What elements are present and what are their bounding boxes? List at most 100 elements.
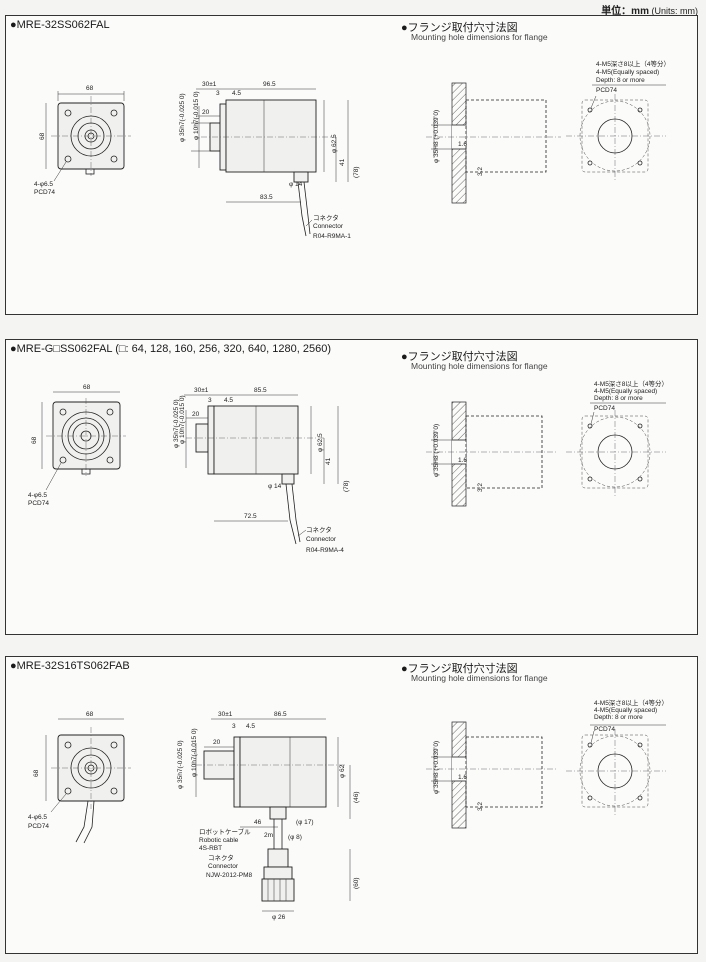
front-pcd: PCD74 bbox=[34, 189, 55, 196]
dim-8: (φ 8) bbox=[288, 834, 302, 841]
units-label-en: (Units: mm) bbox=[651, 6, 699, 16]
connector-part: R04-R9MA-4 bbox=[306, 547, 344, 554]
dim-20: 20 bbox=[192, 411, 200, 418]
dim-45: 4.5 bbox=[224, 397, 233, 404]
front-view: 68 68 4-φ6.5 PCD74 bbox=[34, 85, 131, 196]
flange-32: 3.2 bbox=[477, 802, 484, 811]
dim-body: 96.5 bbox=[263, 81, 276, 88]
flange-bore: φ 35H8 (+0.039 0) bbox=[433, 424, 440, 477]
side-view: 30±1 86.5 3 4.5 20 φ 35h7(-0.025 0) φ 10… bbox=[177, 711, 360, 921]
panel-3: ●MRE-32S16TS062FAB ●フランジ取付穴寸法図 Mounting … bbox=[5, 656, 698, 954]
dim-17: (φ 17) bbox=[296, 819, 314, 826]
dim-height: 68 bbox=[31, 436, 38, 444]
flange-spec-ja: 4-M5深さ8以上（4等分） bbox=[594, 379, 668, 388]
cable-en: Robotic cable bbox=[199, 837, 239, 844]
dim-shaft: φ 35h7(-0.025 0) bbox=[179, 93, 186, 142]
dim-bore: φ 10h7(-0.015 0) bbox=[193, 91, 200, 140]
flange-depth: Depth: 8 or more bbox=[596, 77, 645, 84]
flange-view: φ 35H8 (+0.039 0) 1.6 3.2 4-M5深さ8以上（4等分）… bbox=[426, 698, 668, 829]
flange-spec-ja: 4-M5深さ8以上（4等分） bbox=[594, 698, 668, 707]
dim-45: 4.5 bbox=[232, 90, 241, 97]
dim-body: 86.5 bbox=[274, 711, 287, 718]
side-view: φ 35h7(-0.025 0) φ 10h7(-0.015 0) 30±1 9… bbox=[179, 81, 360, 240]
flange-32: 3.2 bbox=[477, 167, 484, 176]
dim-3: 3 bbox=[208, 397, 212, 404]
flange-16: 1.6 bbox=[458, 141, 467, 148]
dim-width: 68 bbox=[83, 384, 91, 391]
front-holes: 4-φ6.5 bbox=[28, 492, 47, 499]
drawing-2: 68 68 4-φ6.5 PCD74 30±1 85.5 3 4.5 bbox=[28, 379, 668, 554]
flange-title: ●フランジ取付穴寸法図 bbox=[401, 663, 518, 675]
side-view: 30±1 85.5 3 4.5 20 φ 35h7(-0.025 0) φ 10… bbox=[173, 387, 350, 554]
flange-title: ●フランジ取付穴寸法図 bbox=[401, 351, 518, 363]
cable-part: 4S-RBT bbox=[199, 845, 222, 852]
dim-shaft: φ 35h7(-0.025 0) bbox=[173, 399, 180, 448]
flange-16: 1.6 bbox=[458, 457, 467, 464]
flange-subtitle: Mounting hole dimensions for flange bbox=[411, 361, 548, 371]
flange-view: φ 35H8 (+0.039 0) 1.6 3.2 4-M5深さ8以上（4等分）… bbox=[426, 59, 670, 204]
flange-depth: Depth: 8 or more bbox=[594, 395, 643, 402]
front-pcd: PCD74 bbox=[28, 500, 49, 507]
connector-ja: コネクタ bbox=[313, 213, 339, 222]
dim-3: 3 bbox=[232, 723, 236, 730]
drawing-1: 68 68 4-φ6.5 PCD74 φ 35h7(-0.025 0) φ 10… bbox=[34, 59, 670, 240]
flange-subtitle: Mounting hole dimensions for flange bbox=[411, 673, 548, 683]
cable-length: 2m bbox=[264, 832, 273, 839]
cable-ja: ロボットケーブル bbox=[199, 827, 251, 836]
panel-2: ●MRE-G□SS062FAL (□: 64, 128, 160, 256, 3… bbox=[5, 339, 698, 635]
flange-view: φ 35H8 (+0.039 0) 1.6 3.2 4-M5深さ8以上（4等分）… bbox=[426, 379, 668, 507]
dim-41: 41 bbox=[339, 158, 346, 166]
dim-bore: φ 10h7(-0.015 0) bbox=[179, 395, 186, 444]
dim-46-len: 46 bbox=[254, 819, 262, 826]
dim-dia: φ 62.5 bbox=[317, 433, 324, 452]
connector-part: NJW-2012-PM8 bbox=[206, 872, 253, 879]
dim-height: 68 bbox=[33, 769, 40, 777]
panel-1: ●MRE-32SS062FAL ●フランジ取付穴寸法図 Mounting hol… bbox=[5, 15, 698, 315]
front-pcd: PCD74 bbox=[28, 823, 49, 830]
dim-flange: 30±1 bbox=[218, 711, 233, 718]
flange-spec-en: 4-M5(Equally spaced) bbox=[594, 707, 657, 714]
dim-20: 20 bbox=[213, 739, 221, 746]
flange-32: 3.2 bbox=[477, 483, 484, 492]
dim-width: 68 bbox=[86, 85, 94, 92]
model-title: ●MRE-G□SS062FAL (□: 64, 128, 160, 256, 3… bbox=[10, 343, 332, 355]
dim-26: φ 26 bbox=[272, 914, 286, 921]
dim-78: (78) bbox=[343, 480, 350, 492]
flange-16: 1.6 bbox=[458, 774, 467, 781]
drawing-3: 68 68 4-φ6.5 PCD74 30±1 86.5 3 4.5 bbox=[28, 698, 668, 921]
dim-flange: 30±1 bbox=[194, 387, 209, 394]
dim-20: 20 bbox=[202, 109, 210, 116]
front-view: 68 68 4-φ6.5 PCD74 bbox=[28, 384, 126, 507]
dim-78: (78) bbox=[353, 166, 360, 178]
model-title: ●MRE-32S16TS062FAB bbox=[10, 660, 130, 672]
dim-shaft: φ 35h7(-0.025 0) bbox=[177, 740, 184, 789]
flange-spec-en: 4-M5(Equally spaced) bbox=[594, 388, 657, 395]
connector-ja: コネクタ bbox=[208, 853, 234, 862]
dim-conn: φ 14 bbox=[289, 181, 303, 188]
flange-depth: Depth: 8 or more bbox=[594, 714, 643, 721]
dim-dia: φ 62.5 bbox=[331, 134, 338, 153]
front-view: 68 68 4-φ6.5 PCD74 bbox=[28, 711, 131, 844]
dim-41: 41 bbox=[325, 457, 332, 465]
connector-en: Connector bbox=[313, 223, 344, 230]
units-label-ja: 単位：mm bbox=[601, 6, 649, 17]
dim-width: 68 bbox=[86, 711, 94, 718]
dim-46: (46) bbox=[353, 791, 360, 803]
dim-835: 72.5 bbox=[244, 513, 257, 520]
flange-spec-ja: 4-M5深さ8以上（4等分） bbox=[596, 59, 670, 68]
dim-dia: φ 62 bbox=[339, 764, 346, 778]
connector-ja: コネクタ bbox=[306, 525, 332, 534]
flange-pcd: PCD74 bbox=[594, 405, 615, 412]
dim-835: 83.5 bbox=[260, 194, 273, 201]
flange-pcd: PCD74 bbox=[596, 87, 617, 94]
flange-subtitle: Mounting hole dimensions for flange bbox=[411, 32, 548, 42]
front-holes: 4-φ6.5 bbox=[28, 814, 47, 821]
dim-45: 4.5 bbox=[246, 723, 255, 730]
dim-3: 3 bbox=[216, 90, 220, 97]
dim-bore: φ 10h7(-0.015 0) bbox=[191, 728, 198, 777]
dim-conn: φ 14 bbox=[268, 483, 282, 490]
connector-en: Connector bbox=[208, 863, 239, 870]
flange-title: ●フランジ取付穴寸法図 bbox=[401, 22, 518, 34]
flange-pcd: PCD74 bbox=[594, 726, 615, 733]
front-holes: 4-φ6.5 bbox=[34, 181, 53, 188]
